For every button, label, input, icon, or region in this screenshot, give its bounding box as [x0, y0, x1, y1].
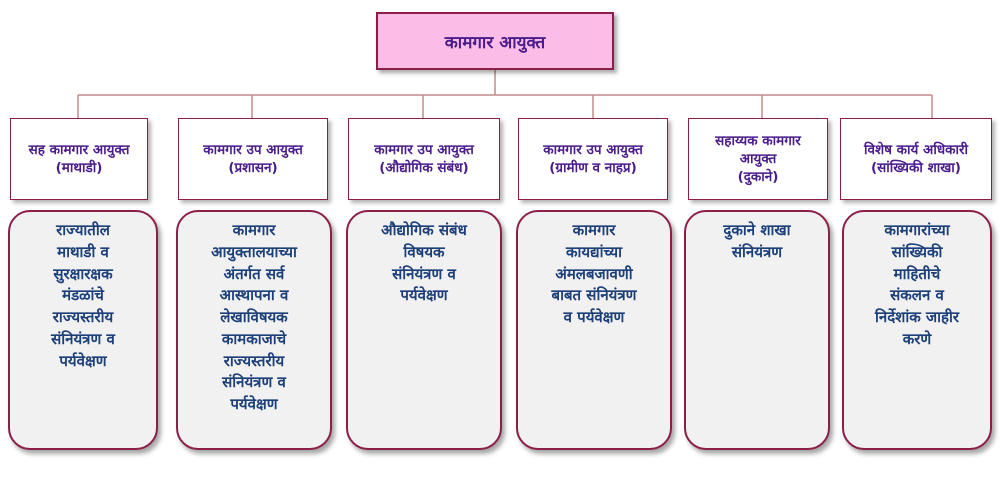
description-line: राज्यस्तरीय	[223, 351, 285, 370]
description-line: कामकाजाचे	[221, 329, 287, 348]
description-line: लेखाविषयक	[220, 308, 288, 326]
branch-title-line: (माथाडी)	[55, 160, 103, 176]
branch-description-rural: कामगार कायद्यांच्या अंमलबजावणी बाबत संनि…	[516, 210, 672, 450]
branch-title-mathadi: सह कामगार आयुक्त (माथाडी)	[10, 118, 148, 200]
root-node-label: कामगार आयुक्त	[444, 32, 546, 53]
description-line: राज्यातील	[56, 221, 110, 239]
description-line: बाबत संनियंत्रण	[551, 286, 637, 305]
description-line: व पर्यवेक्षण	[563, 308, 625, 326]
description-line: मंडळांचे	[62, 286, 104, 305]
description-line: आस्थापना व	[219, 286, 289, 305]
branch-title-line: विशेष कार्य अधिकारी	[863, 141, 969, 158]
description-line: कामगारांच्या	[884, 221, 950, 239]
description-line: संनियंत्रण व	[222, 373, 286, 392]
branch-title-line: (ग्रामीण व नाहप्र)	[549, 160, 637, 176]
branch-description-administration: कामगार आयुक्तालयाच्या अंतर्गत सर्व आस्था…	[176, 210, 332, 450]
description-line: विषयक	[403, 242, 445, 261]
branch-title-line: कामगार उप आयुक्त	[374, 141, 474, 158]
branch-title-line: कामगार उप आयुक्त	[543, 141, 643, 158]
description-line: पर्यवेक्षण	[59, 351, 107, 370]
branch-title-industrial-relations: कामगार उप आयुक्त (औद्योगिक संबंध)	[348, 118, 500, 200]
description-line: निर्देशांक जाहीर	[874, 308, 959, 326]
branch-title-line: सह कामगार आयुक्त	[28, 141, 130, 158]
branch-title-line: (दुकाने)	[737, 169, 779, 186]
branch-title-statistics: विशेष कार्य अधिकारी (सांख्यिकी शाखा)	[840, 118, 992, 200]
branch-description-mathadi: राज्यातील माथाडी व सुरक्षारक्षक मंडळांचे…	[8, 210, 158, 450]
description-line: दुकाने शाखा	[723, 221, 791, 239]
branch-title-rural: कामगार उप आयुक्त (ग्रामीण व नाहप्र)	[518, 118, 668, 200]
branch-description-industrial-relations: औद्योगिक संबंध विषयक संनियंत्रण व पर्यवे…	[346, 210, 502, 450]
description-line: अंतर्गत सर्व	[223, 264, 285, 283]
description-line: करणे	[902, 329, 932, 348]
description-line: आयुक्तालयाच्या	[211, 242, 297, 261]
description-line: संकलन व	[890, 286, 944, 305]
branch-title-administration: कामगार उप आयुक्त (प्रशासन)	[178, 118, 328, 200]
branch-title-line: आयुक्त	[739, 150, 777, 167]
branch-title-line: (औद्योगिक संबंध)	[379, 160, 469, 176]
description-line: सांख्यिकी	[891, 242, 943, 261]
branch-title-line: कामगार उप आयुक्त	[203, 141, 303, 158]
description-line: संनियंत्रण व	[392, 264, 456, 283]
description-line: कायद्यांच्या	[566, 242, 622, 261]
description-line: कामगार	[232, 221, 276, 239]
branch-description-statistics: कामगारांच्या सांख्यिकी माहितीचे संकलन व …	[842, 210, 992, 450]
description-line: अंमलबजावणी	[555, 264, 633, 283]
description-line: औद्योगिक संबंध	[381, 221, 467, 239]
description-line: संनियंत्रण	[731, 242, 783, 261]
branch-title-line: सहाय्यक कामगार	[715, 132, 801, 149]
description-line: संनियंत्रण व	[51, 329, 115, 348]
description-line: माहितीचे	[893, 264, 941, 283]
description-line: पर्यवेक्षण	[230, 395, 278, 413]
branch-title-line: (सांख्यिकी शाखा)	[871, 160, 961, 176]
description-line: पर्यवेक्षण	[400, 286, 448, 305]
description-line: कामगार	[572, 221, 616, 239]
branch-description-shops: दुकाने शाखा संनियंत्रण	[684, 210, 830, 450]
description-line: राज्यस्तरीय	[52, 308, 114, 326]
branch-title-shops: सहाय्यक कामगार आयुक्त (दुकाने)	[688, 118, 828, 200]
branch-title-line: (प्रशासन)	[228, 160, 278, 176]
description-line: माथाडी व	[57, 242, 109, 261]
root-node-commissioner: कामगार आयुक्त	[376, 12, 614, 70]
description-line: सुरक्षारक्षक	[53, 264, 113, 283]
